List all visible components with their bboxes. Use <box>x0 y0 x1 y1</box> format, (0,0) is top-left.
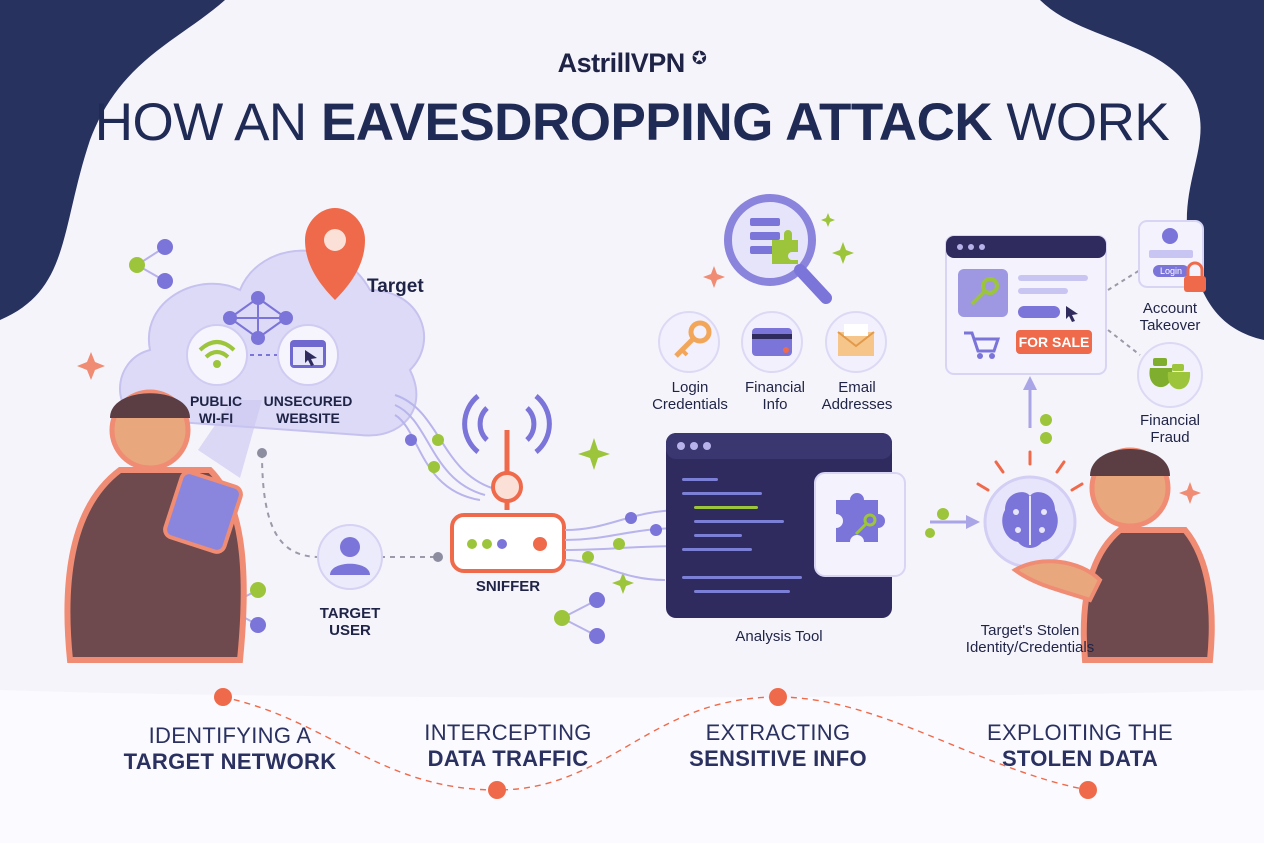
step-3-line1: EXTRACTING <box>705 720 851 745</box>
brand-name: AstrillVPN <box>557 48 686 78</box>
financial-fraud-label: Financial Fraud <box>1139 412 1201 446</box>
browser-cursor-icon <box>277 324 339 386</box>
login-credentials-label: Login Credentials <box>652 379 728 413</box>
brain-icon <box>983 475 1077 569</box>
step-4-line2: STOLEN DATA <box>1001 746 1159 771</box>
money-bag-icon <box>1137 342 1203 408</box>
step-2: INTERCEPTING DATA TRAFFIC <box>398 720 618 772</box>
step-1-line1: IDENTIFYING A <box>148 723 312 748</box>
envelope-icon <box>825 311 887 373</box>
title-part3: WORK <box>992 93 1170 152</box>
share-icon <box>554 592 605 644</box>
stolen-identity-label: Target's Stolen Identity/Credentials <box>965 622 1095 656</box>
step-3-line2: SENSITIVE INFO <box>689 746 867 771</box>
lock-icon <box>1184 261 1206 292</box>
key-icon <box>658 311 720 373</box>
financial-info-label: Financial Info <box>744 379 806 413</box>
step-4-line1: EXPLOITING THE <box>987 720 1173 745</box>
unsecured-website-label: UNSECURED WEBSITE <box>263 393 353 426</box>
step-1-line2: TARGET NETWORK <box>123 749 337 774</box>
sniffer-label: SNIFFER <box>475 578 541 595</box>
sparkle-icon <box>77 213 1201 594</box>
star-icon: ✪ <box>691 48 707 68</box>
step-2-line2: DATA TRAFFIC <box>427 746 589 771</box>
puzzle-icon <box>814 472 906 577</box>
magnifier-icon <box>724 194 832 304</box>
step-3: EXTRACTING SENSITIVE INFO <box>668 720 888 772</box>
step-2-line1: INTERCEPTING <box>424 720 592 745</box>
wifi-icon <box>186 324 248 386</box>
credit-card-icon <box>741 311 803 373</box>
email-addresses-label: Email Addresses <box>821 379 893 413</box>
location-pin-icon <box>305 208 365 300</box>
analysis-tool-label: Analysis Tool <box>735 628 823 645</box>
account-takeover-label: Account Takeover <box>1139 300 1201 334</box>
hacker-right <box>1011 447 1215 663</box>
login-button-label: Login <box>1159 266 1183 276</box>
cloud-network <box>119 249 426 437</box>
share-icon <box>129 239 173 289</box>
title-part2: EAVESDROPPING ATTACK <box>320 93 993 152</box>
router-icon <box>450 394 566 573</box>
user-icon <box>317 524 383 590</box>
target-label: Target <box>367 276 424 297</box>
for-sale-badge: FOR SALE <box>1018 334 1090 350</box>
target-user-label: TARGET USER <box>319 605 381 639</box>
brand-logo: AstrillVPN ✪ <box>0 48 1264 79</box>
marketplace-window <box>945 235 1107 375</box>
hacker-left <box>64 389 262 663</box>
public-wifi-label: PUBLIC WI-FI <box>189 393 243 426</box>
page-title: HOW AN EAVESDROPPING ATTACK WORK <box>0 92 1264 154</box>
step-1: IDENTIFYING A TARGET NETWORK <box>120 723 340 775</box>
step-4: EXPLOITING THE STOLEN DATA <box>970 720 1190 772</box>
cart-icon <box>964 331 1001 359</box>
title-part1: HOW AN <box>94 93 321 152</box>
